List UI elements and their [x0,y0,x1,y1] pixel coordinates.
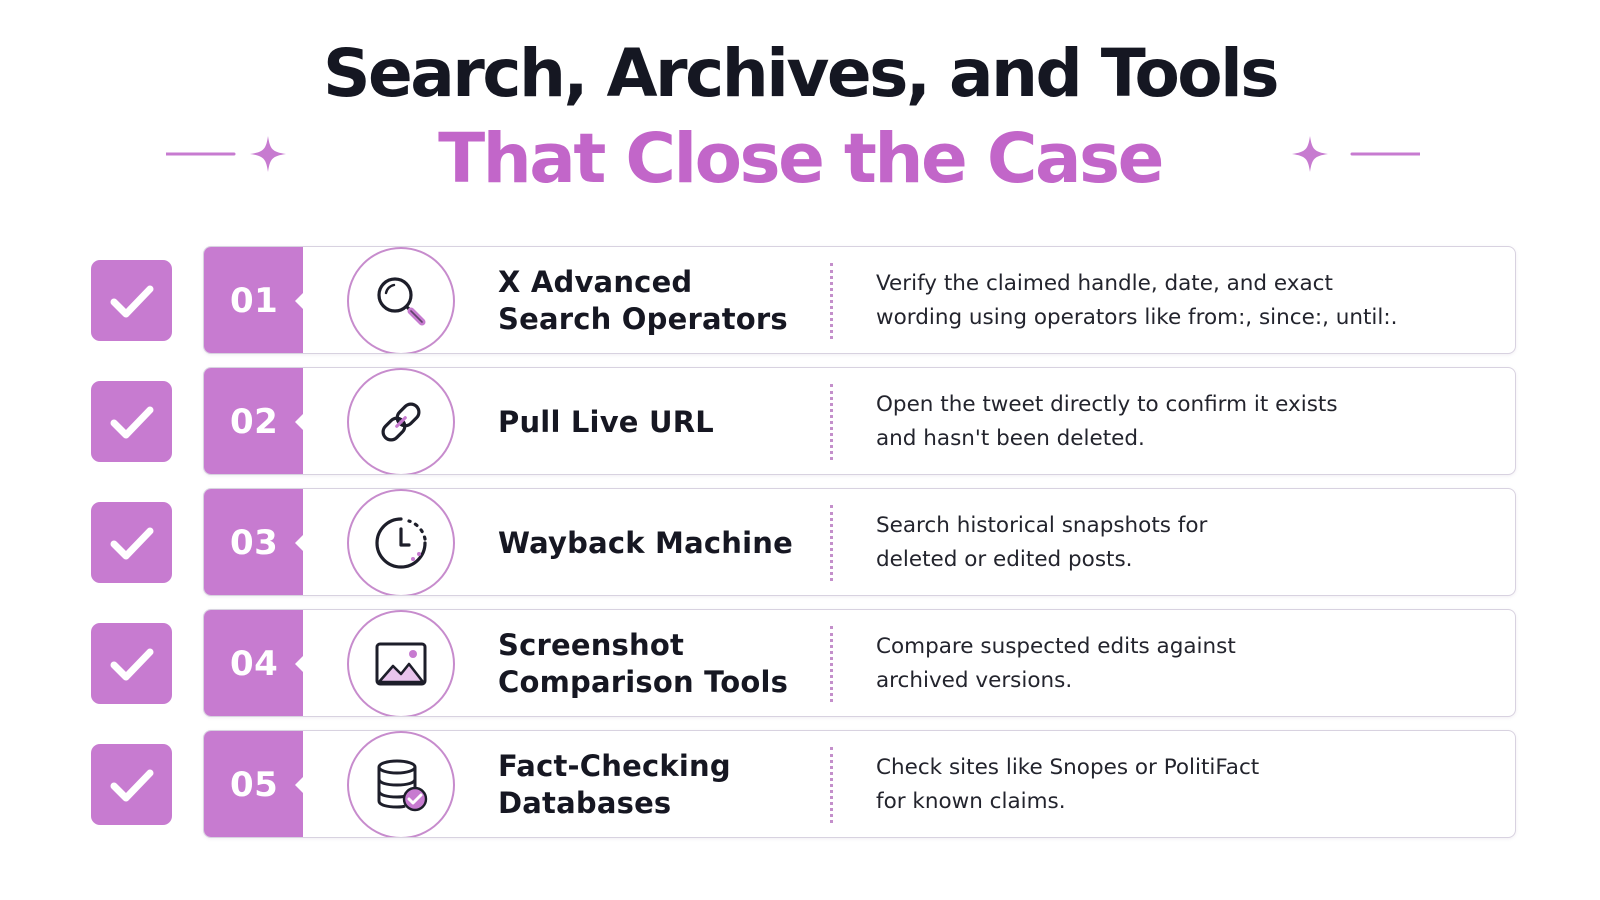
image-icon [347,610,455,716]
step-number-tab: 02 [204,368,304,474]
step-number: 05 [230,765,279,805]
page-header: Search, Archives, and Tools That Close t… [0,32,1600,202]
dotted-divider [830,747,833,823]
checkmark-icon [110,769,153,801]
step-card: 05 Fact-Checking Databases Check sites l… [203,730,1516,838]
dotted-divider [830,505,833,581]
step-title: Pull Live URL [498,404,714,439]
sparkle-divider-right [1290,134,1420,174]
step-number: 03 [230,523,279,563]
sparkle-icon [250,136,286,172]
checkbox-checked[interactable] [91,260,172,341]
step-card: 02 Pull Live URL Open the tweet directly… [203,367,1516,475]
checkmark-icon [110,406,153,438]
checkmark-icon [110,285,153,317]
step-title: Fact-Checking Databases [498,749,731,820]
step-number-tab: 05 [204,731,304,837]
step-number-tab: 03 [204,489,304,595]
step-description: Open the tweet directly to confirm it ex… [876,392,1338,451]
step-number: 04 [230,644,279,684]
link-icon [347,368,455,474]
step-description: Check sites like Snopes or PolitiFact fo… [876,755,1260,814]
step-description: Verify the claimed handle, date, and exa… [876,271,1398,330]
step-row: 05 Fact-Checking Databases Check sites l… [0,730,1600,838]
checkbox-checked[interactable] [91,623,172,704]
step-title: Screenshot Comparison Tools [498,628,789,699]
step-number: 01 [230,281,279,321]
page-title: Search, Archives, and Tools [322,35,1280,112]
step-title: Wayback Machine [498,525,793,560]
magnifying-glass-icon [347,247,455,353]
step-number-tab: 01 [204,247,304,353]
checkbox-checked[interactable] [91,744,172,825]
step-card: 04 Screenshot Comparison Tools Compare s… [203,609,1516,717]
dotted-divider [830,384,833,460]
step-card: 03 Wayback Machine Search historical sna… [203,488,1516,596]
step-number: 02 [230,402,279,442]
step-number-tab: 04 [204,610,304,716]
step-row: 02 Pull Live URL Open the tweet directly… [0,367,1600,475]
dotted-divider [830,626,833,702]
step-card: 01 X Advanced Search Operators Verify th… [203,246,1516,354]
step-row: 04 Screenshot Comparison Tools Compare s… [0,609,1600,717]
sparkle-icon [1292,136,1328,172]
checkmark-icon [110,527,153,559]
step-title: X Advanced Search Operators [498,265,788,336]
checkmark-icon [110,648,153,680]
dotted-divider [830,263,833,339]
page-subtitle: That Close the Case [438,119,1164,199]
checkbox-checked[interactable] [91,381,172,462]
step-row: 03 Wayback Machine Search historical sna… [0,488,1600,596]
clock-icon [347,489,455,595]
step-description: Compare suspected edits against archived… [876,634,1236,693]
step-description: Search historical snapshots for deleted … [876,513,1208,572]
sparkle-divider-left [166,134,296,174]
checkbox-checked[interactable] [91,502,172,583]
database-check-icon [347,731,455,837]
step-row: 01 X Advanced Search Operators Verify th… [0,246,1600,354]
